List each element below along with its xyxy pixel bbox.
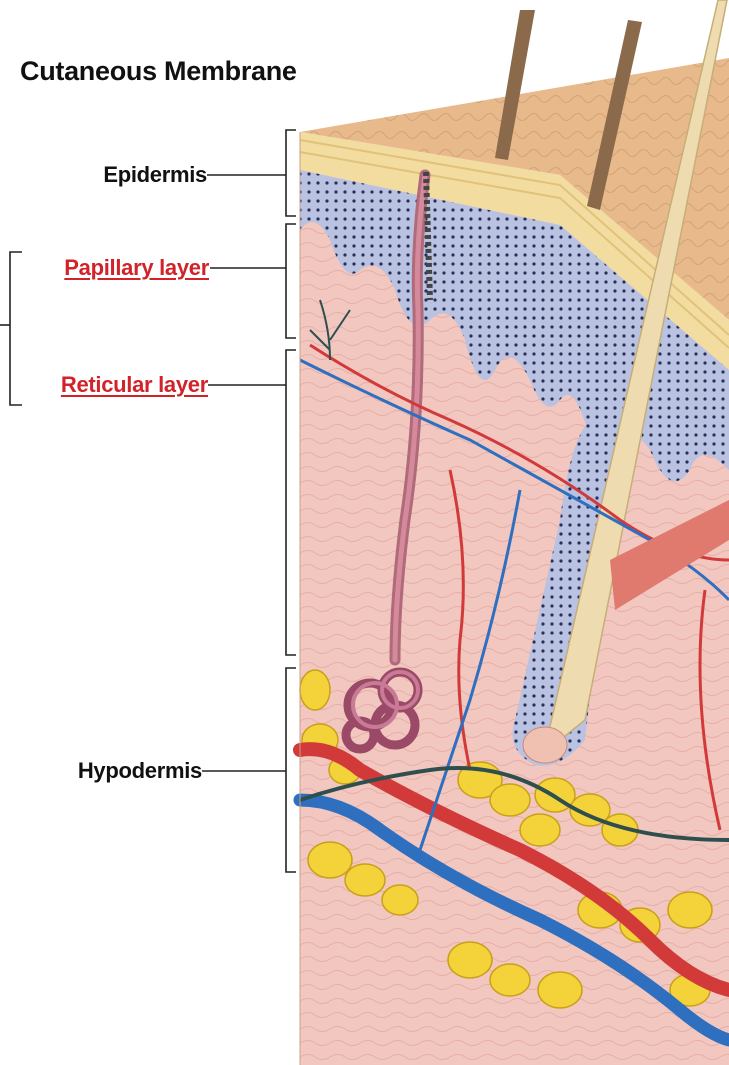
bracket-hypodermis <box>202 668 296 872</box>
bracket-epidermis <box>207 130 296 216</box>
bracket-papillary <box>210 224 296 338</box>
bracket-reticular <box>208 350 296 655</box>
hair-bulb <box>523 727 567 763</box>
bracket-dermis-group <box>0 252 22 405</box>
